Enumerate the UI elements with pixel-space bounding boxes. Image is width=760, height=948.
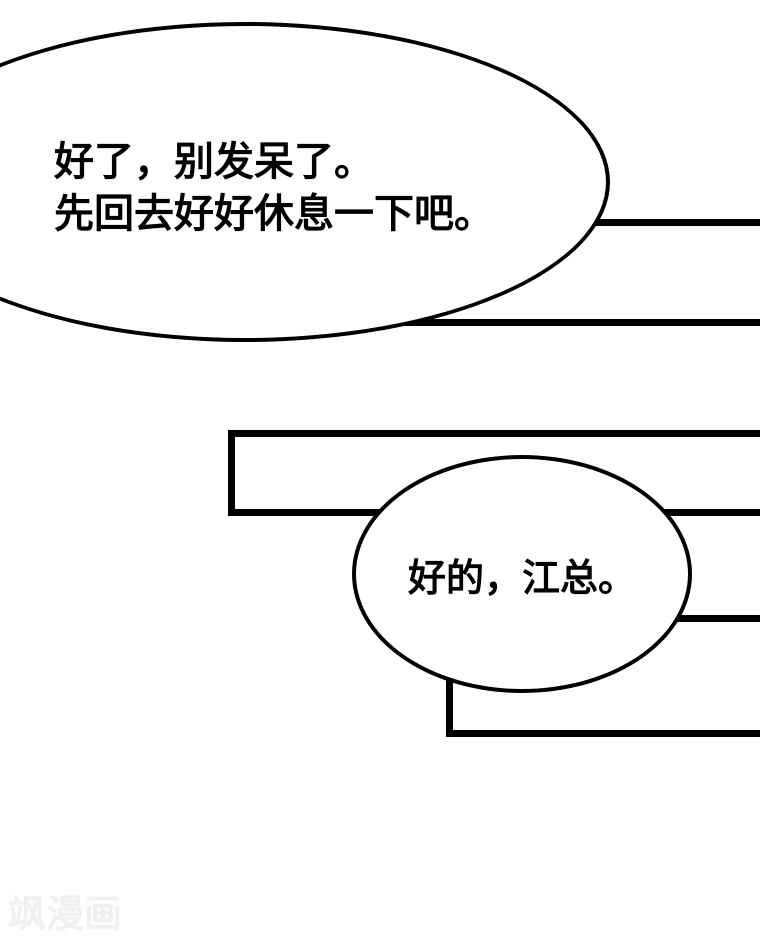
speech-bubble-top-line2: 先回去好好休息一下吧。 (54, 192, 494, 236)
speech-bubble-top-line1: 好了，别发呆了。 (54, 140, 374, 184)
speech-bubble-middle-text: 好的，江总。 (407, 558, 636, 600)
speech-bubble-top (0, 22, 610, 342)
watermark-text: 飒漫画 (8, 894, 123, 936)
speech-bubble-middle (352, 455, 692, 693)
speech-bubble-top-text: 好了，别发呆了。 先回去好好休息一下吧。 (54, 136, 494, 240)
